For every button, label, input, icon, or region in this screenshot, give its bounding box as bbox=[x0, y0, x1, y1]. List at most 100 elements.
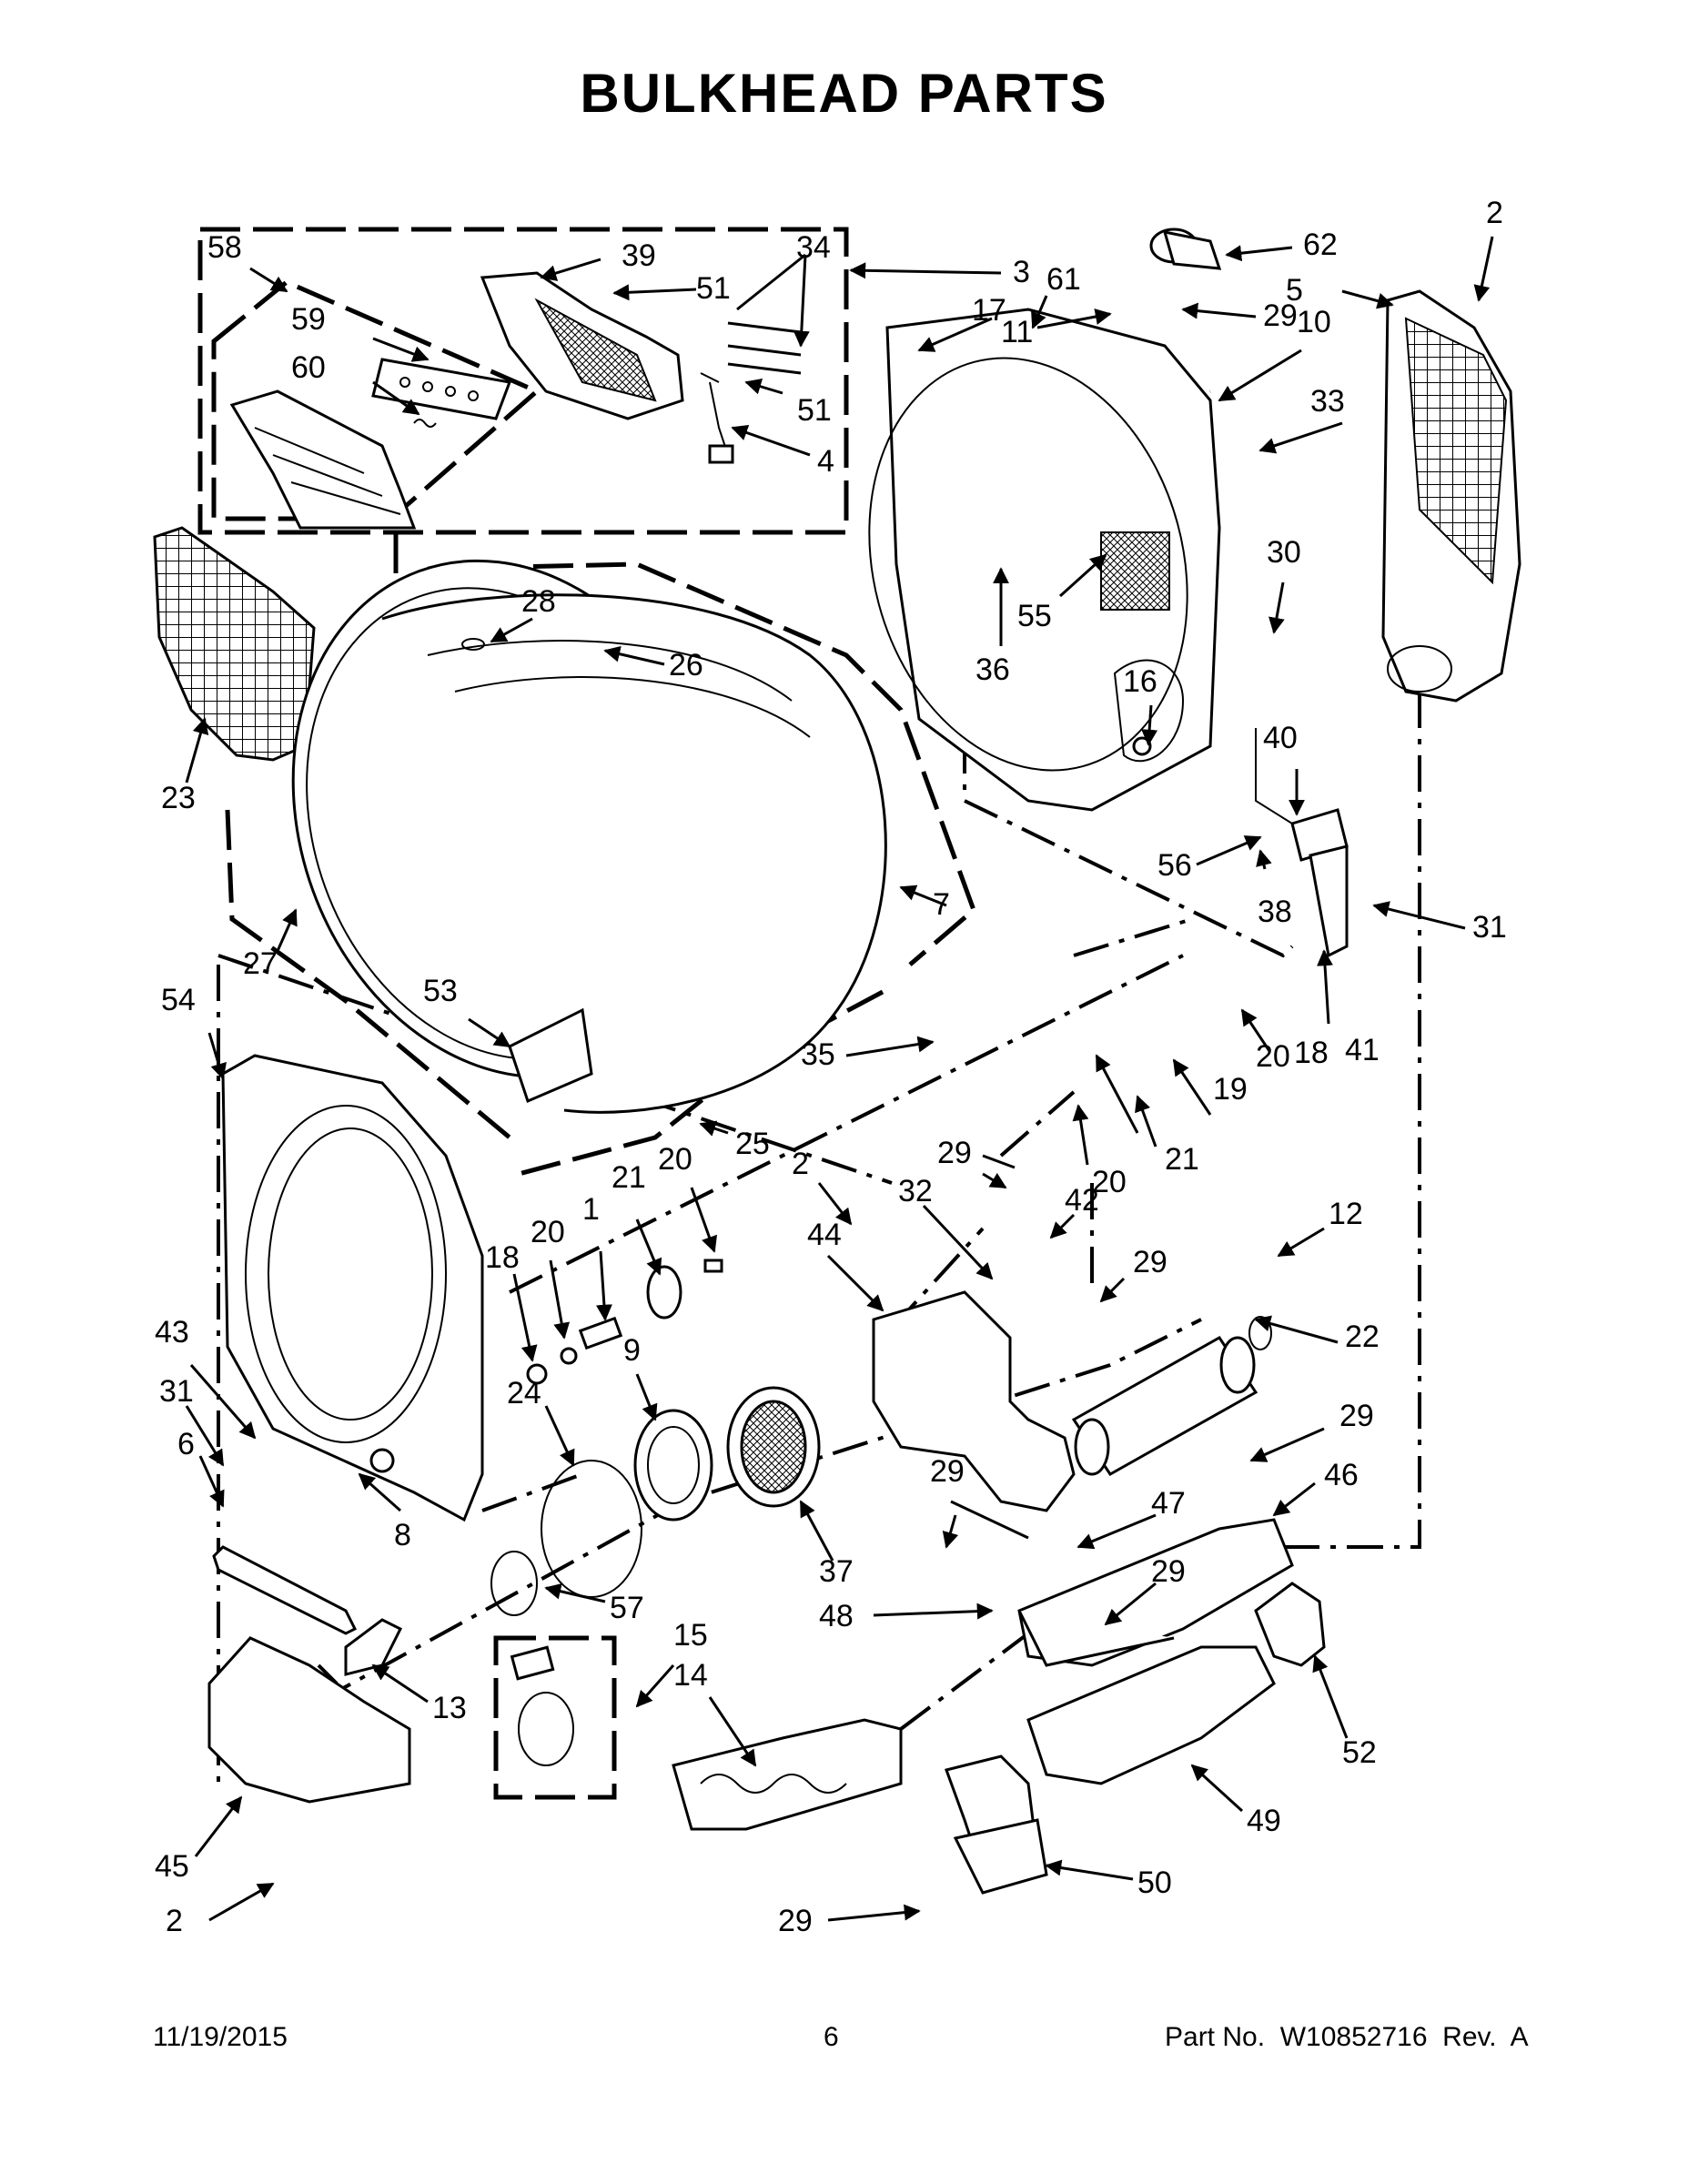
callout-18: 18 bbox=[1294, 1036, 1329, 1070]
callout-36: 36 bbox=[975, 652, 1010, 687]
callout-20: 20 bbox=[658, 1142, 692, 1177]
callout-18: 18 bbox=[485, 1240, 520, 1275]
callout-8: 8 bbox=[394, 1518, 411, 1552]
elbow-part-52 bbox=[1254, 1582, 1326, 1667]
footer-part-number: Part No. W10852716 Rev. A bbox=[1165, 2022, 1529, 2052]
callout-10: 10 bbox=[1297, 305, 1331, 339]
page-title: BULKHEAD PARTS bbox=[580, 63, 1108, 124]
callout-39: 39 bbox=[622, 238, 656, 273]
callout-24: 24 bbox=[507, 1376, 541, 1410]
callout-52: 52 bbox=[1342, 1735, 1377, 1770]
callout-14: 14 bbox=[673, 1658, 708, 1693]
callout-17: 17 bbox=[972, 293, 1006, 328]
callout-15: 15 bbox=[673, 1618, 708, 1653]
callout-48: 48 bbox=[819, 1599, 854, 1633]
callout-44: 44 bbox=[807, 1218, 842, 1252]
callout-27: 27 bbox=[243, 946, 278, 981]
callout-16: 16 bbox=[1123, 664, 1157, 699]
callout-22: 22 bbox=[1345, 1320, 1380, 1354]
callout-43: 43 bbox=[155, 1315, 189, 1350]
callout-29: 29 bbox=[1133, 1245, 1167, 1279]
callout-26: 26 bbox=[669, 648, 703, 682]
callout-29: 29 bbox=[937, 1136, 972, 1170]
hose-part-62 bbox=[1149, 228, 1222, 270]
callout-5: 5 bbox=[1286, 273, 1303, 308]
callout-2: 2 bbox=[1486, 196, 1503, 230]
callout-leaders bbox=[185, 236, 1494, 1922]
callout-31: 31 bbox=[159, 1374, 194, 1409]
callout-38: 38 bbox=[1258, 895, 1292, 929]
ring-part-57 bbox=[490, 1551, 538, 1616]
bar-part-6 bbox=[212, 1545, 358, 1635]
callout-28: 28 bbox=[521, 584, 556, 619]
callout-labels: 58 39 34 3 61 62 2 5 59 51 17 29 60 11 1… bbox=[155, 196, 1507, 1938]
footer-page-number: 6 bbox=[824, 2022, 839, 2052]
footer-date: 11/19/2015 bbox=[153, 2022, 288, 2052]
callout-56: 56 bbox=[1157, 848, 1192, 883]
lint-screen-part-23 bbox=[153, 526, 316, 762]
callout-29: 29 bbox=[930, 1454, 965, 1489]
callout-30: 30 bbox=[1267, 535, 1301, 570]
callout-21: 21 bbox=[612, 1160, 646, 1195]
callout-37: 37 bbox=[819, 1554, 854, 1589]
duct-cover-part-5 bbox=[1381, 289, 1521, 703]
callout-35: 35 bbox=[801, 1037, 835, 1072]
blower-wheel-part-37 bbox=[726, 1386, 821, 1508]
bracket-part-50 bbox=[945, 1754, 1048, 1895]
callout-29: 29 bbox=[1339, 1399, 1374, 1433]
callout-2: 2 bbox=[792, 1147, 809, 1181]
callout-19: 19 bbox=[1213, 1072, 1248, 1107]
callout-50: 50 bbox=[1137, 1866, 1172, 1900]
spring-part-60 bbox=[413, 419, 437, 428]
callout-2: 2 bbox=[166, 1904, 183, 1938]
callout-29: 29 bbox=[1263, 298, 1298, 333]
valve-part-40 bbox=[1255, 728, 1349, 958]
callout-29: 29 bbox=[778, 1904, 813, 1938]
drum-dashed-outline bbox=[225, 510, 976, 1177]
callout-23: 23 bbox=[161, 781, 196, 815]
blower-housing-part-44 bbox=[872, 1290, 1076, 1512]
callout-32: 32 bbox=[898, 1174, 933, 1208]
kit-box-part-15 bbox=[493, 1635, 617, 1800]
callout-6: 6 bbox=[177, 1427, 195, 1461]
callout-57: 57 bbox=[610, 1591, 644, 1625]
callout-4: 4 bbox=[817, 444, 834, 479]
callout-20: 20 bbox=[1092, 1165, 1127, 1199]
callout-45: 45 bbox=[155, 1849, 189, 1884]
callout-34: 34 bbox=[796, 230, 831, 265]
rear-bulkhead-part-17 bbox=[868, 308, 1221, 812]
callout-25: 25 bbox=[735, 1127, 770, 1161]
callout-9: 9 bbox=[623, 1333, 641, 1368]
callout-13: 13 bbox=[432, 1691, 467, 1725]
front-duct-part-45 bbox=[207, 1636, 411, 1804]
heater-tube-part-22 bbox=[1071, 1316, 1272, 1476]
base-duct-part-46 bbox=[1017, 1518, 1294, 1667]
seal-part-9 bbox=[633, 1409, 713, 1522]
callout-31: 31 bbox=[1472, 910, 1507, 945]
callout-60: 60 bbox=[291, 350, 326, 385]
ui-board-part-59 bbox=[371, 358, 512, 420]
callout-59: 59 bbox=[291, 302, 326, 337]
base-duct-part-49 bbox=[1026, 1645, 1276, 1785]
callout-42: 42 bbox=[1065, 1183, 1099, 1218]
ring-part-24 bbox=[541, 1460, 642, 1598]
callout-3: 3 bbox=[1013, 255, 1030, 289]
bracket-part-13 bbox=[344, 1618, 403, 1676]
callout-33: 33 bbox=[1310, 384, 1345, 419]
callout-7: 7 bbox=[933, 887, 950, 922]
callout-29: 29 bbox=[1151, 1554, 1186, 1589]
callout-21: 21 bbox=[1165, 1142, 1199, 1177]
callout-54: 54 bbox=[161, 983, 196, 1017]
bearing-part-1 bbox=[526, 1316, 623, 1385]
callout-40: 40 bbox=[1263, 721, 1298, 755]
callout-1: 1 bbox=[582, 1192, 600, 1227]
console-part-39 bbox=[480, 271, 684, 420]
callout-49: 49 bbox=[1247, 1804, 1281, 1838]
callout-20: 20 bbox=[531, 1215, 565, 1249]
wire-harness-part-4 bbox=[700, 372, 734, 464]
callout-20: 20 bbox=[1256, 1039, 1290, 1074]
callout-41: 41 bbox=[1345, 1033, 1380, 1067]
front-bulkhead-part-54 bbox=[221, 1054, 484, 1522]
callout-55: 55 bbox=[1017, 599, 1052, 633]
